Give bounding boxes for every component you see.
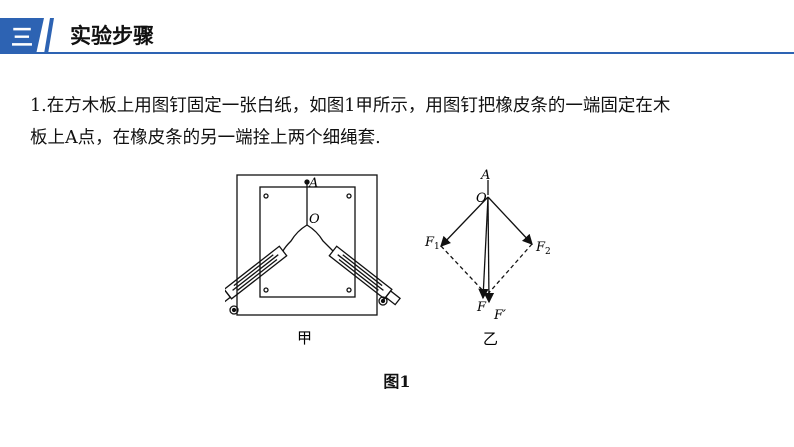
figure-1: A O 甲 A O F1 F2 F F′ 乙 <box>225 168 551 348</box>
yi-label-o: O <box>476 191 487 206</box>
step-paragraph: 1.在方木板上用图钉固定一张白纸，如图1甲所示，用图钉把橡皮条的一端固定在木 板… <box>30 90 780 154</box>
pin-bottom-right <box>346 287 352 293</box>
spring-scale-right <box>328 245 401 306</box>
jia-label-o: O <box>309 212 320 227</box>
section-number-badge: 三 <box>0 18 44 54</box>
string-right <box>306 224 334 252</box>
vector-f-prime <box>483 196 495 304</box>
ring-right-dot <box>380 298 386 304</box>
vector-f <box>478 196 489 300</box>
badge-stripe <box>44 18 54 54</box>
yi-label-f1: F1 <box>424 235 440 252</box>
ring-left <box>229 305 239 315</box>
header-rule <box>0 52 794 54</box>
pin-top-right <box>346 193 352 199</box>
pin-top-left <box>263 193 269 199</box>
yi-label-f: F <box>476 300 487 315</box>
diagram-jia <box>225 174 401 316</box>
section-title: 实验步骤 <box>70 24 154 48</box>
section-header: 三 实验步骤 <box>0 18 794 54</box>
pin-bottom-left <box>263 287 269 293</box>
yi-caption: 乙 <box>483 330 498 348</box>
vector-f1 <box>440 196 489 247</box>
yi-label-a: A <box>480 168 490 183</box>
jia-caption: 甲 <box>297 329 312 347</box>
spring-scale-left <box>225 245 288 306</box>
ring-right <box>378 296 388 306</box>
figure-caption: 图1 <box>383 372 411 391</box>
diagram-yi <box>440 180 533 304</box>
paragraph-line-1: 1.在方木板上用图钉固定一张白纸，如图1甲所示，用图钉把橡皮条的一端固定在木 <box>30 96 671 116</box>
yi-label-f-prime: F′ <box>493 308 506 323</box>
yi-label-f2: F2 <box>535 240 551 257</box>
paragraph-line-2: 板上A点，在橡皮条的另一端拴上两个细绳套. <box>30 128 381 148</box>
vector-f2 <box>487 196 533 245</box>
string-left <box>282 224 308 252</box>
dashed-side-left <box>440 245 488 296</box>
dashed-side-right <box>486 243 533 296</box>
ring-left-dot <box>231 307 237 313</box>
square-board <box>236 174 378 316</box>
jia-label-a: A <box>308 176 318 191</box>
